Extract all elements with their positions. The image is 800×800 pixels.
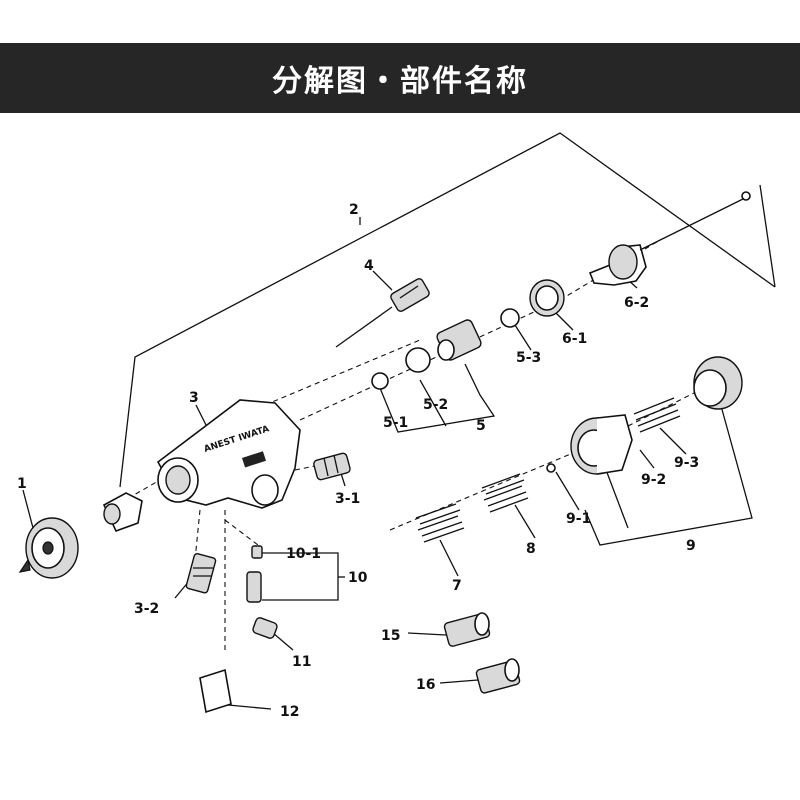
part-9-3-knob (693, 356, 743, 410)
label-11: 11 (292, 654, 311, 670)
part-4-needle-valve (335, 278, 430, 348)
part-fluid-nozzle (102, 492, 143, 533)
page-title: 分解图・部件名称 (272, 64, 528, 99)
label-10-1: 10-1 (286, 546, 321, 562)
label-5: 5 (476, 418, 486, 434)
label-3: 3 (189, 390, 199, 406)
label-3-1: 3-1 (335, 491, 360, 507)
label-5-2: 5-2 (423, 397, 448, 413)
label-9-1: 9-1 (566, 511, 591, 527)
label-16: 16 (416, 677, 435, 693)
part-3-2 (185, 552, 217, 594)
label-3-2: 3-2 (134, 601, 159, 617)
part-3-1 (313, 452, 351, 481)
label-4: 4 (364, 258, 374, 274)
label-1: 1 (17, 476, 27, 492)
label-6-1: 6-1 (562, 331, 587, 347)
part-5-3-ring (500, 308, 520, 328)
label-12: 12 (280, 704, 299, 720)
part-9-2-spring (633, 397, 681, 433)
header-bar: 分解图・部件名称 (0, 43, 800, 113)
part-5-valve (436, 319, 482, 361)
part-air-cap (18, 517, 79, 579)
part-6-1-ring (529, 279, 565, 317)
part-8-spring (481, 473, 529, 513)
label-9: 9 (686, 538, 696, 554)
label-9-2: 9-2 (641, 472, 666, 488)
part-6-2-needle (588, 191, 751, 286)
part-5-1-ring (371, 372, 389, 390)
part-5-2-ring (405, 347, 431, 373)
label-7: 7 (452, 578, 462, 594)
part-10-1-plug (251, 545, 263, 559)
group-5-bracket (379, 363, 496, 433)
part-7-spring (415, 503, 465, 543)
label-5-1: 5-1 (383, 415, 408, 431)
label-8: 8 (526, 541, 536, 557)
label-9-3: 9-3 (674, 455, 699, 471)
label-5-3: 5-3 (516, 350, 541, 366)
label-15: 15 (381, 628, 400, 644)
label-2: 2 (349, 202, 359, 218)
group-9-bracket (584, 394, 753, 546)
group-2-bracket (119, 132, 776, 488)
part-11-fitting (252, 617, 278, 639)
label-6-2: 6-2 (624, 295, 649, 311)
part-15-fitting (443, 612, 491, 647)
part-9-1-clip (546, 463, 556, 473)
part-16-fitting (475, 658, 521, 694)
part-12-clip (199, 668, 232, 714)
part-gun-body: ANEST IWATA (156, 399, 301, 509)
part-9-adjuster (570, 414, 633, 475)
label-10: 10 (348, 570, 368, 586)
part-10-screw (246, 571, 262, 603)
